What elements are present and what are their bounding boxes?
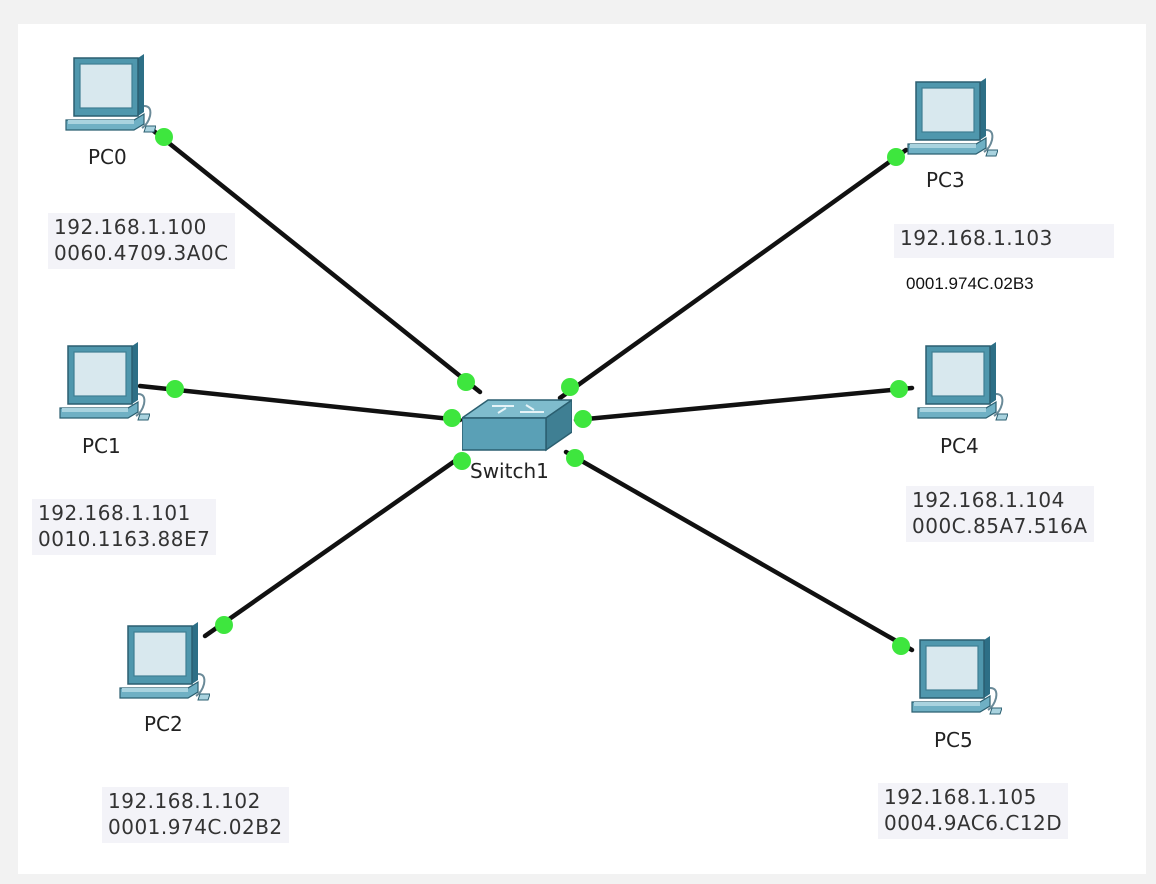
pc1-icon[interactable] bbox=[59, 342, 150, 421]
pc2-ip: 192.168.1.102 bbox=[108, 789, 261, 813]
link-light-pc3-end bbox=[887, 148, 905, 166]
pc2-address-box: 192.168.1.102 0001.974C.02B2 bbox=[102, 787, 289, 843]
link-light-pc4-end bbox=[890, 380, 908, 398]
pc4-mac: 000C.85A7.516A bbox=[912, 514, 1088, 538]
pc5-ip: 192.168.1.105 bbox=[884, 785, 1037, 809]
pc4-icon[interactable] bbox=[917, 342, 1008, 421]
link-light-pc4-switch bbox=[574, 410, 592, 428]
pc3-ip: 192.168.1.103 bbox=[900, 226, 1053, 250]
cable-group bbox=[137, 125, 915, 653]
link-light-pc2-switch bbox=[453, 452, 471, 470]
pc4-ip: 192.168.1.104 bbox=[912, 488, 1065, 512]
cable-pc0[interactable] bbox=[147, 125, 483, 395]
pc1-ip: 192.168.1.101 bbox=[38, 501, 191, 525]
pc5-address-box: 192.168.1.105 0004.9AC6.C12D bbox=[878, 783, 1069, 839]
pc5-icon[interactable] bbox=[911, 636, 1002, 715]
pc4-address-box: 192.168.1.104 000C.85A7.516A bbox=[906, 486, 1094, 542]
topology-canvas bbox=[18, 24, 1146, 874]
cable-pc5[interactable] bbox=[563, 449, 915, 653]
pc0-mac: 0060.4709.3A0C bbox=[54, 241, 229, 265]
pc3-icon[interactable] bbox=[907, 78, 998, 157]
cable-pc1[interactable] bbox=[137, 383, 463, 423]
cable-pc3[interactable] bbox=[557, 147, 909, 401]
cable-pc2[interactable] bbox=[202, 453, 465, 639]
pc5-label: PC5 bbox=[934, 728, 973, 752]
link-light-pc2-end bbox=[215, 616, 233, 634]
pc1-label: PC1 bbox=[82, 434, 121, 458]
pc5-mac: 0004.9AC6.C12D bbox=[884, 811, 1063, 835]
link-lights bbox=[155, 128, 910, 655]
pc0-icon[interactable] bbox=[65, 54, 156, 133]
pc2-icon[interactable] bbox=[119, 622, 210, 701]
link-light-pc0-end bbox=[155, 128, 173, 146]
link-light-pc0-switch bbox=[457, 373, 475, 391]
pc4-label: PC4 bbox=[940, 434, 979, 458]
cable-pc4[interactable] bbox=[573, 385, 915, 423]
pc3-label: PC3 bbox=[926, 168, 965, 192]
pc0-label: PC0 bbox=[88, 145, 127, 169]
pc0-ip: 192.168.1.100 bbox=[54, 215, 207, 239]
switch-label: Switch1 bbox=[470, 459, 549, 483]
pc3-address-box: 192.168.1.103 bbox=[894, 224, 1114, 258]
link-light-pc3-switch bbox=[561, 378, 579, 396]
pc2-mac: 0001.974C.02B2 bbox=[108, 815, 283, 839]
link-light-pc1-end bbox=[166, 380, 184, 398]
pc1-address-box: 192.168.1.101 0010.1163.88E7 bbox=[32, 499, 217, 555]
pc1-mac: 0010.1163.88E7 bbox=[38, 527, 211, 551]
pc3-mac: 0001.974C.02B3 bbox=[906, 274, 1034, 293]
link-light-pc5-end bbox=[892, 637, 910, 655]
pc0-address-box: 192.168.1.100 0060.4709.3A0C bbox=[48, 213, 235, 269]
pc2-label: PC2 bbox=[144, 712, 183, 736]
link-light-pc1-switch bbox=[443, 409, 461, 427]
switch-icon[interactable] bbox=[462, 399, 572, 451]
link-light-pc5-switch bbox=[566, 449, 584, 467]
